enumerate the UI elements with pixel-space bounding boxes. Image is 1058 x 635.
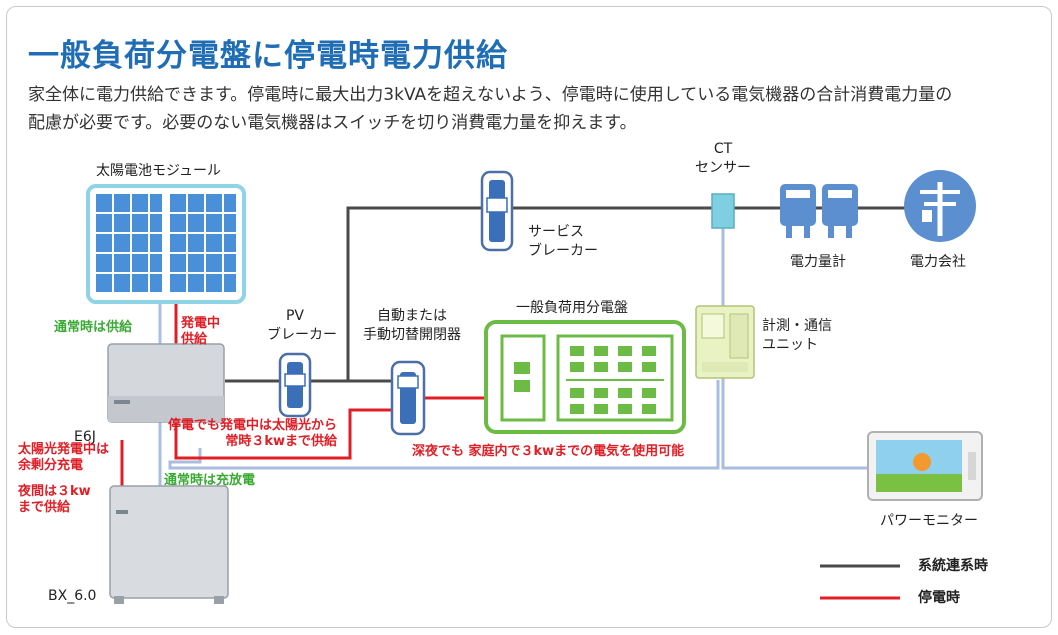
power-meter <box>780 184 858 238</box>
power-company-label: 電力会社 <box>910 254 966 270</box>
page-title: 一般負荷分電盤に停電時電力供給 <box>28 38 508 74</box>
battery-model-label: BX_6.0 <box>48 588 97 604</box>
legend-grid-label: 系統連系時 <box>918 558 988 574</box>
outage-lines <box>120 302 484 486</box>
power-monitor <box>867 431 983 501</box>
auto-switch-label: 自動または手動切替開閉器 <box>363 308 461 343</box>
ct-sensor <box>711 193 735 229</box>
legend-outage-label: 停電時 <box>918 590 960 606</box>
normal-supply-note: 通常時は供給 <box>54 320 133 335</box>
night-usage-note: 深夜でも 家庭内で３kwまでの電気を使用可能 <box>412 444 685 459</box>
outage-solar-note: 停電でも発電中は太陽光から常時３kwまで供給 <box>167 418 337 449</box>
distribution-board-label: 一般負荷用分電盤 <box>516 300 628 316</box>
measurement-unit <box>695 305 755 379</box>
power-monitor-label: パワーモニター <box>880 513 978 529</box>
utility-pole-icon <box>904 170 976 242</box>
solar-panel <box>86 184 246 304</box>
generating-supply-note: 発電中供給 <box>181 316 221 347</box>
service-breaker-label: サービスブレーカー <box>528 224 598 259</box>
description-line-2: 配慮が必要です。必要のない電気機器はスイッチを切り消費電力量を抑えます。 <box>28 113 637 133</box>
inverter-model-label: E6J <box>74 429 96 445</box>
power-meter-label: 電力量計 <box>790 254 846 270</box>
grid-lines <box>225 206 930 383</box>
power-conditioner <box>107 343 225 423</box>
storage-battery <box>109 485 229 604</box>
measurement-unit-label: 計測・通信ユニット <box>762 318 832 353</box>
legend-lines <box>820 564 900 600</box>
comm-lines <box>158 222 870 486</box>
surplus-charge-note: 太陽光発電中は余剰分充電 <box>18 442 110 473</box>
distribution-board <box>484 320 686 434</box>
description-line-1: 家全体に電力供給できます。停電時に最大出力3kVAを超えないよう、停電時に使用し… <box>28 85 953 105</box>
service-breaker <box>480 170 514 252</box>
solar-module-label: 太陽電池モジュール <box>96 163 222 179</box>
charge-discharge-note: 通常時は充放電 <box>164 473 256 488</box>
auto-manual-switch <box>390 360 426 436</box>
pv-breaker <box>278 352 312 418</box>
